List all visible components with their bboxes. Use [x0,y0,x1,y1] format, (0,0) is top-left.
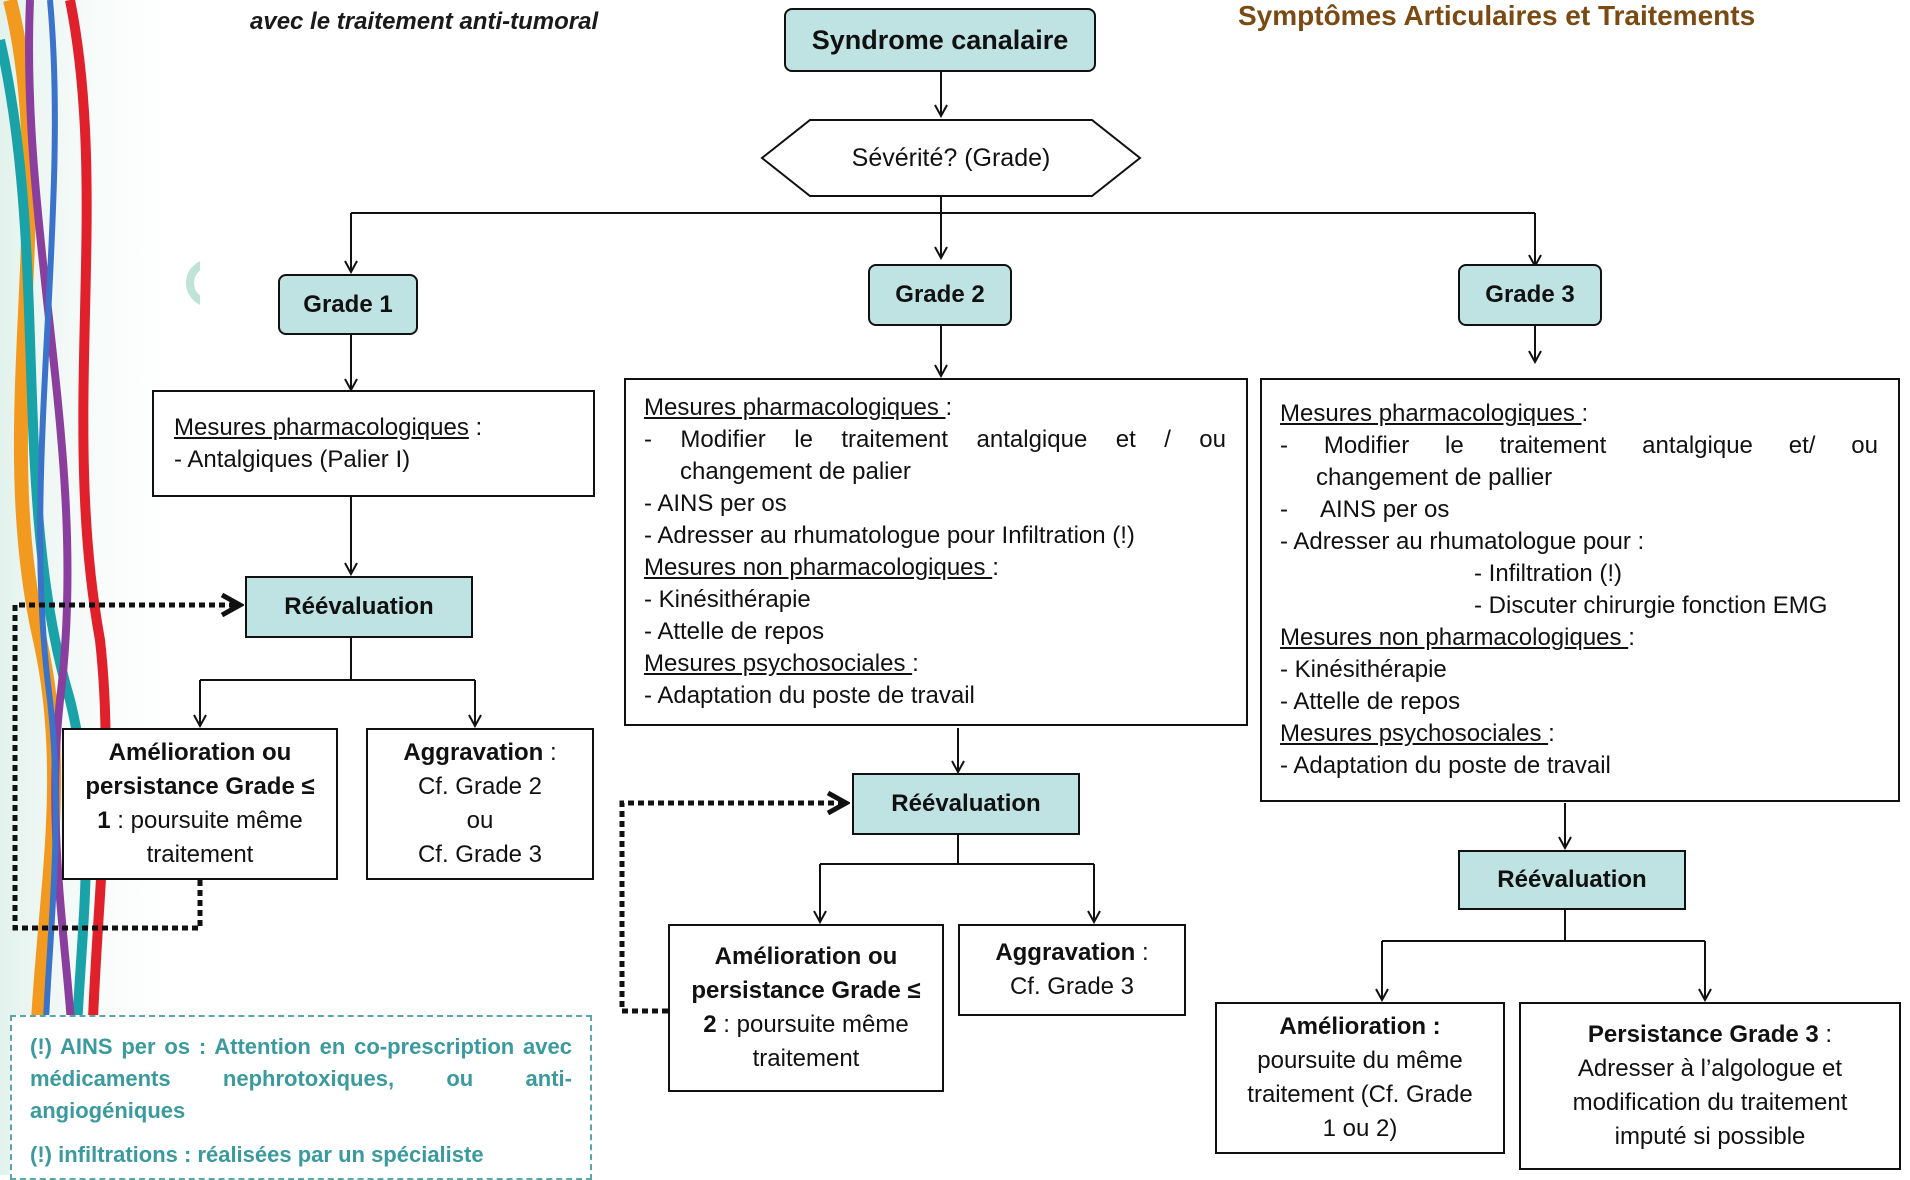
grade3-psycho-heading: Mesures psychosociales [1280,720,1549,747]
grade1-worse-line3: ou [466,807,494,834]
grade2-measures-box: Mesures pharmacologiques : - Modifier le… [624,378,1248,726]
note-infiltrations: (!) infiltrations : réalisées par un spé… [30,1142,484,1167]
grade2-psycho-heading: Mesures psychosociales [644,650,913,677]
grade3-item-infiltration: - Infiltration (!) [1474,560,1623,587]
grade3-improve-line4: 1 ou 2) [1322,1115,1398,1142]
grade1-improve-line1: Amélioration ou [108,739,292,766]
grade2-worse-label: Aggravation [995,939,1136,966]
grade2-nonpharma-colon: : [992,554,999,581]
grade3-item-attelle: - Attelle de repos [1280,688,1461,715]
grade2-item-attelle: - Attelle de repos [644,618,825,645]
severity-decision-label: Sévérité? (Grade) [851,143,1051,172]
grade2-item-rhumato: - Adresser au rhumatologue pour Infiltra… [644,522,1135,549]
grade2-improve-line3: : poursuite même [716,1011,909,1038]
grade1-worse-line2: Cf. Grade 2 [417,773,543,800]
grade2-reevaluation-node: Réévaluation [852,773,1080,835]
grade2-item-modify-cont: changement de palier [680,458,911,485]
grade1-measures-box: Mesures pharmacologiques : - Antalgiques… [152,390,595,497]
grade1-improve-line2: persistance Grade ≤ [85,773,315,800]
grade3-persistence-box: Persistance Grade 3 : Adresser à l’algol… [1519,1002,1901,1170]
grade2-item-poste: - Adaptation du poste de travail [644,682,975,709]
decorative-ribbons [0,0,200,1175]
grade3-improve-line2: poursuite du même [1257,1047,1463,1074]
grade3-persist-line2: Adresser à l’algologue et [1577,1055,1843,1082]
grade3-pharma-colon: : [1581,400,1589,427]
grade3-improve-label: Amélioration : [1279,1013,1441,1040]
grade1-measures-heading: Mesures pharmacologiques [174,414,469,441]
grade3-item-chirurgie: - Discuter chirurgie fonction EMG [1474,592,1828,619]
grade3-nonpharma-colon: : [1628,624,1635,651]
grade2-pharma-colon: : [945,394,953,421]
grade2-item-modify: - Modifier le traitement antalgique et /… [644,426,1226,453]
decision-shape [760,119,1142,197]
grade3-reevaluation-node: Réévaluation [1458,850,1686,910]
grade1-improve-grade: 1 [97,807,111,834]
grade1-node: Grade 1 [278,274,418,335]
header-title: Symptômes Articulaires et Traitements [1238,0,1756,31]
grade1-reevaluation-node: Réévaluation [245,576,473,638]
grade1-worsening-box: Aggravation : Cf. Grade 2 ou Cf. Grade 3 [366,728,594,880]
grade3-improve-line3: traitement (Cf. Grade [1247,1081,1473,1108]
grade2-pharma-heading: Mesures pharmacologiques [644,394,946,421]
grade3-node: Grade 3 [1458,264,1602,326]
grade3-item-poste: - Adaptation du poste de travail [1280,752,1611,779]
grade3-item-rhumato: - Adresser au rhumatologue pour : [1280,528,1645,555]
grade1-improve-line4: traitement [146,841,254,868]
grade3-persist-line4: imputé si possible [1614,1123,1806,1150]
grade2-worse-colon: : [1135,939,1149,966]
grade1-worse-label: Aggravation [403,739,544,766]
grade3-nonpharma-heading: Mesures non pharmacologiques [1280,624,1629,651]
grade2-improve-line1: Amélioration ou [714,943,898,970]
grade2-node: Grade 2 [868,264,1012,326]
grade2-item-ains: - AINS per os [644,490,787,517]
note-ains: (!) AINS per os : Attention en co-prescr… [30,1034,572,1123]
footnote-box: (!) AINS per os : Attention en co-prescr… [10,1015,592,1180]
grade2-improve-line2: persistance Grade ≤ [691,977,921,1004]
grade1-improve-line3: : poursuite même [110,807,303,834]
grade1-worse-line4: Cf. Grade 3 [417,841,543,868]
start-node: Syndrome canalaire [784,8,1096,72]
grade2-improve-line4: traitement [752,1045,860,1072]
grade3-item-ains: - AINS per os [1280,496,1450,523]
grade1-worse-colon: : [543,739,557,766]
grade2-worse-line2: Cf. Grade 3 [1009,973,1135,1000]
grade3-item-modify-cont: changement de pallier [1316,464,1553,491]
grade3-improvement-box: Amélioration : poursuite du même traitem… [1215,1002,1505,1154]
grade1-item-antalgiques: - Antalgiques (Palier I) [174,446,411,473]
grade2-improve-grade: 2 [703,1011,717,1038]
grade1-heading-colon: : [468,414,483,441]
grade2-psycho-colon: : [912,650,919,677]
grade3-item-kine: - Kinésithérapie [1280,656,1447,683]
grade2-improvement-box: Amélioration ou persistance Grade ≤ 2 : … [668,924,944,1092]
grade3-psycho-colon: : [1548,720,1555,747]
grade3-persist-line3: modification du traitement [1572,1089,1848,1116]
grade3-item-modify: - Modifier le traitement antalgique et/ … [1280,432,1878,459]
grade3-pharma-heading: Mesures pharmacologiques [1280,400,1582,427]
grade3-persist-label: Persistance Grade 3 [1587,1021,1819,1048]
grade1-improvement-box: Amélioration ou persistance Grade ≤ 1 : … [62,728,338,880]
header-subtitle: avec le traitement anti-tumoral [250,8,599,35]
grade2-worsening-box: Aggravation : Cf. Grade 3 [958,924,1186,1016]
grade2-nonpharma-heading: Mesures non pharmacologiques [644,554,993,581]
grade3-persist-colon: : [1818,1021,1833,1048]
grade2-item-kine: - Kinésithérapie [644,586,811,613]
grade3-measures-box: Mesures pharmacologiques : - Modifier le… [1260,378,1900,802]
